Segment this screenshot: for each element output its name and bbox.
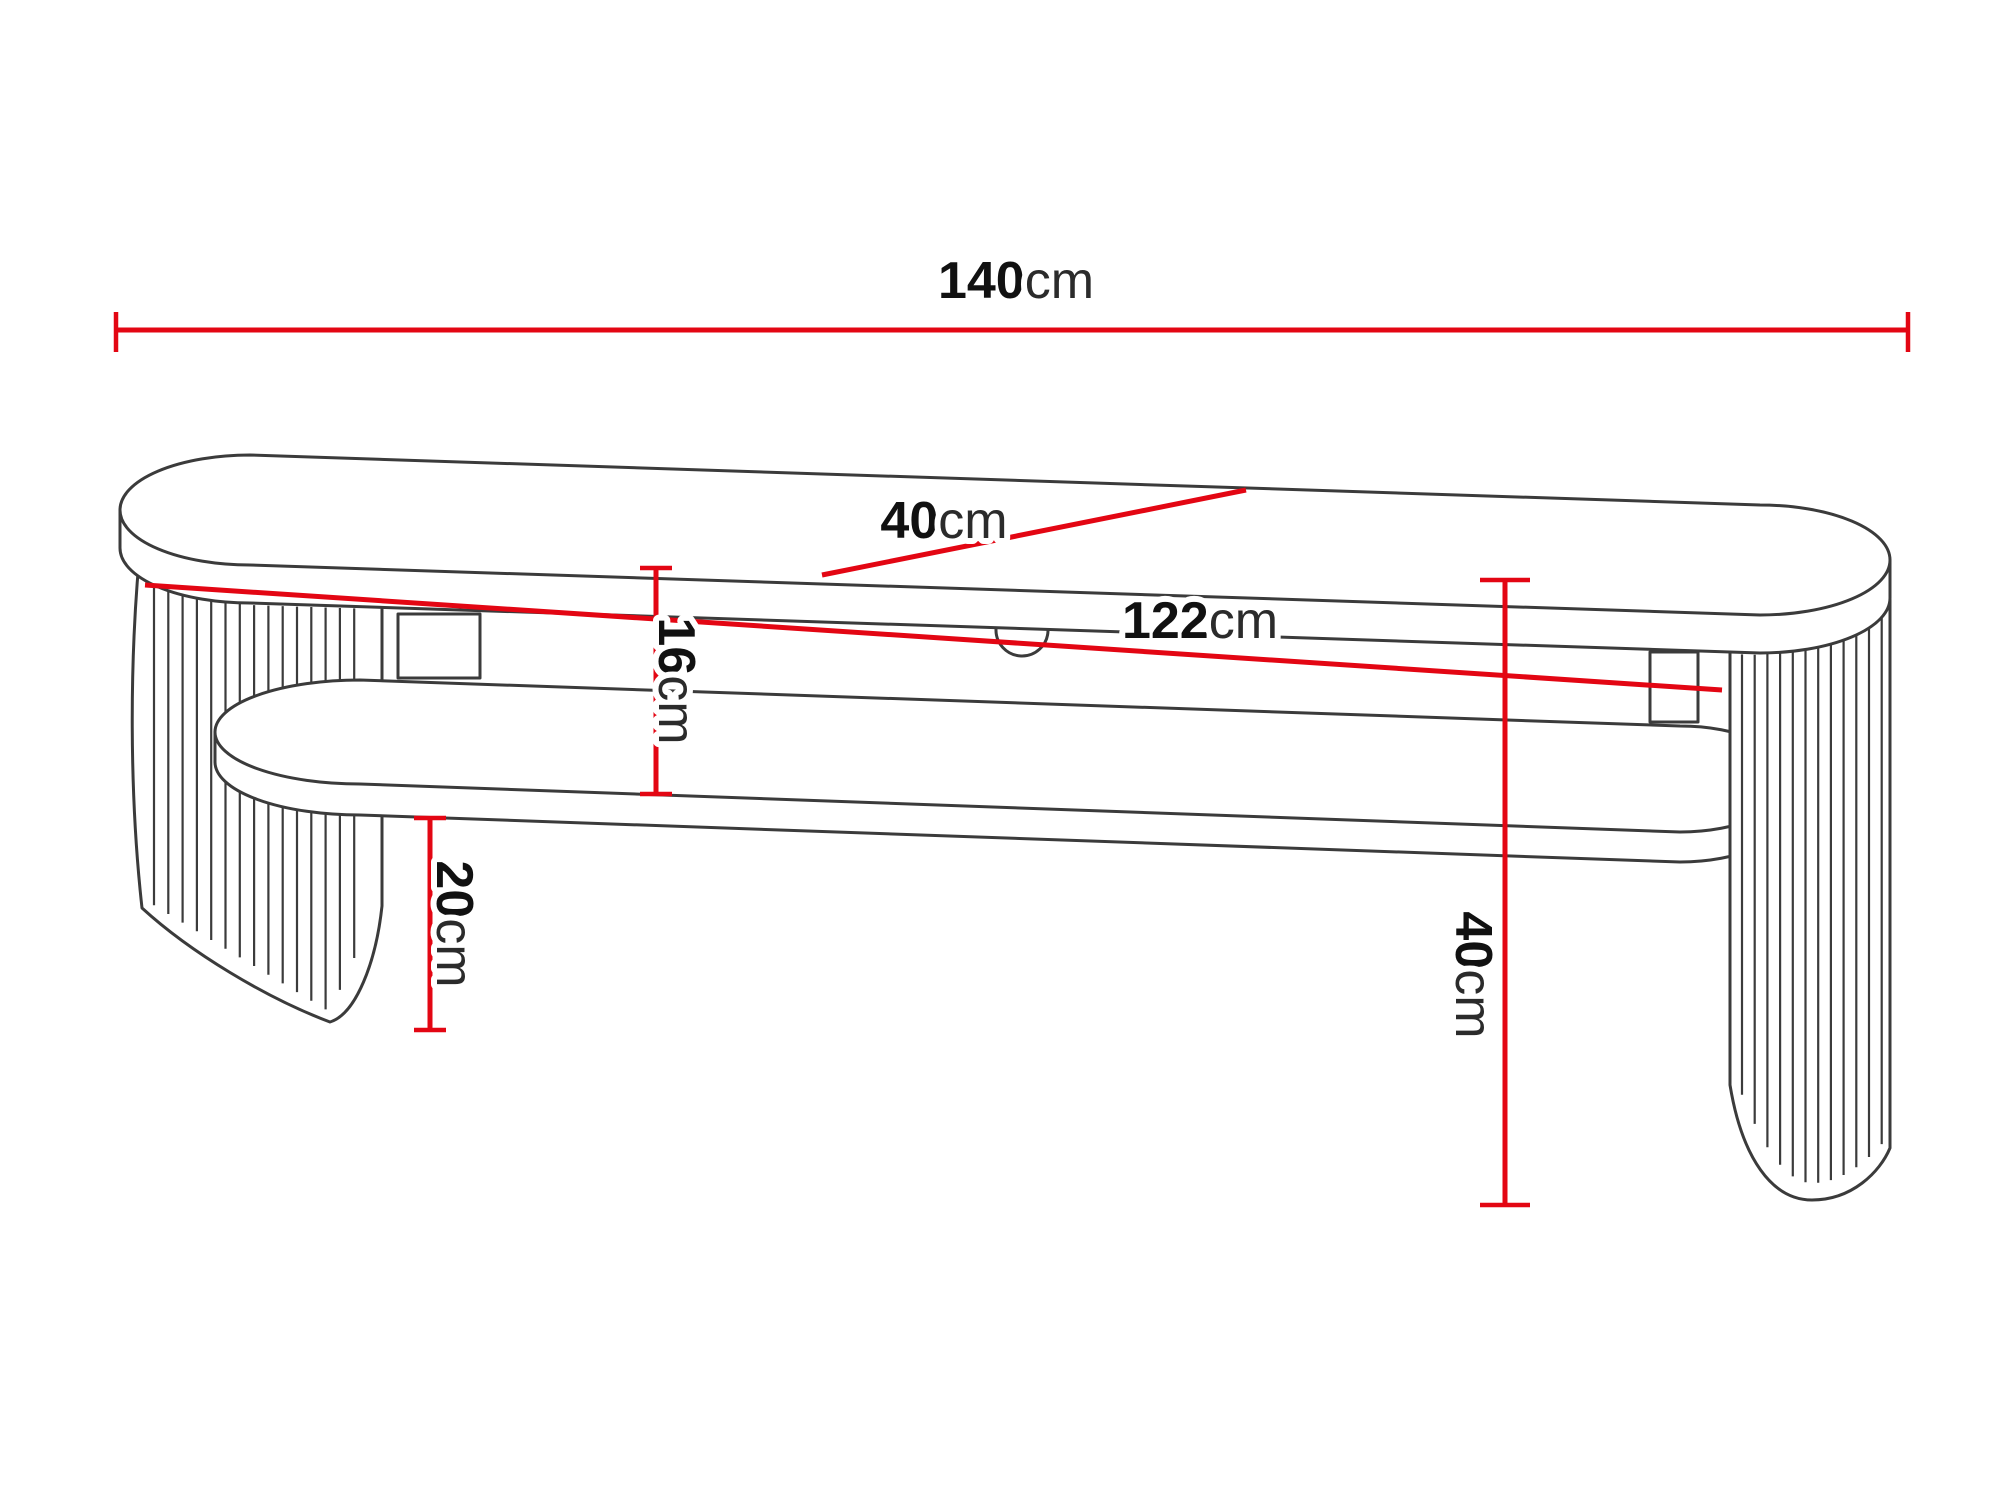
- dim-width-label: 140cm: [938, 252, 1094, 310]
- top-panel-silhouette: [118, 453, 1892, 655]
- right-leg-fluting: [1740, 603, 1883, 1183]
- dim-total-height-value: 40: [1444, 911, 1502, 969]
- dim-inner-width-value: 122: [1122, 592, 1209, 650]
- dim-inner-width-label: 122cm: [1122, 592, 1278, 650]
- dim-width: [113, 312, 1911, 352]
- top-panel-front-edge: [118, 508, 1892, 617]
- dim-opening-height: [640, 565, 672, 797]
- dim-base-height-unit: cm: [425, 918, 483, 987]
- dim-opening-height-value: 16: [647, 617, 705, 675]
- dim-total-height-label: 40cm: [1444, 911, 1502, 1038]
- dim-inner-width-line: [144, 582, 1723, 693]
- dim-base-height-value: 20: [425, 860, 483, 918]
- dimension-lines: [113, 312, 1911, 1208]
- dim-depth-unit: cm: [938, 492, 1007, 550]
- shelf-silhouette: [213, 678, 1794, 864]
- dim-width-value: 140: [938, 252, 1025, 310]
- dim-width-unit: cm: [1025, 252, 1094, 310]
- dim-total-height-unit: cm: [1444, 969, 1502, 1038]
- dim-opening-height-unit: cm: [647, 675, 705, 744]
- dim-depth-label: 40cm: [880, 492, 1007, 550]
- dim-depth-value: 40: [880, 492, 938, 550]
- dim-inner-width-unit: cm: [1209, 592, 1278, 650]
- dim-base-height: [414, 815, 446, 1033]
- back-cutout-left: [396, 612, 482, 680]
- dimension-labels: 140cm 40cm 122cm 16cm 20cm 40cm: [419, 246, 1508, 1045]
- shelf: [213, 678, 1794, 864]
- dim-total-height: [1480, 577, 1530, 1208]
- dim-base-height-label: 20cm: [425, 860, 483, 987]
- dim-opening-height-label: 16cm: [647, 617, 705, 744]
- dim-depth-line: [821, 487, 1247, 578]
- right-leg: [1728, 598, 1892, 1202]
- right-leg-silhouette: [1728, 598, 1892, 1202]
- top-panel: [118, 453, 1892, 655]
